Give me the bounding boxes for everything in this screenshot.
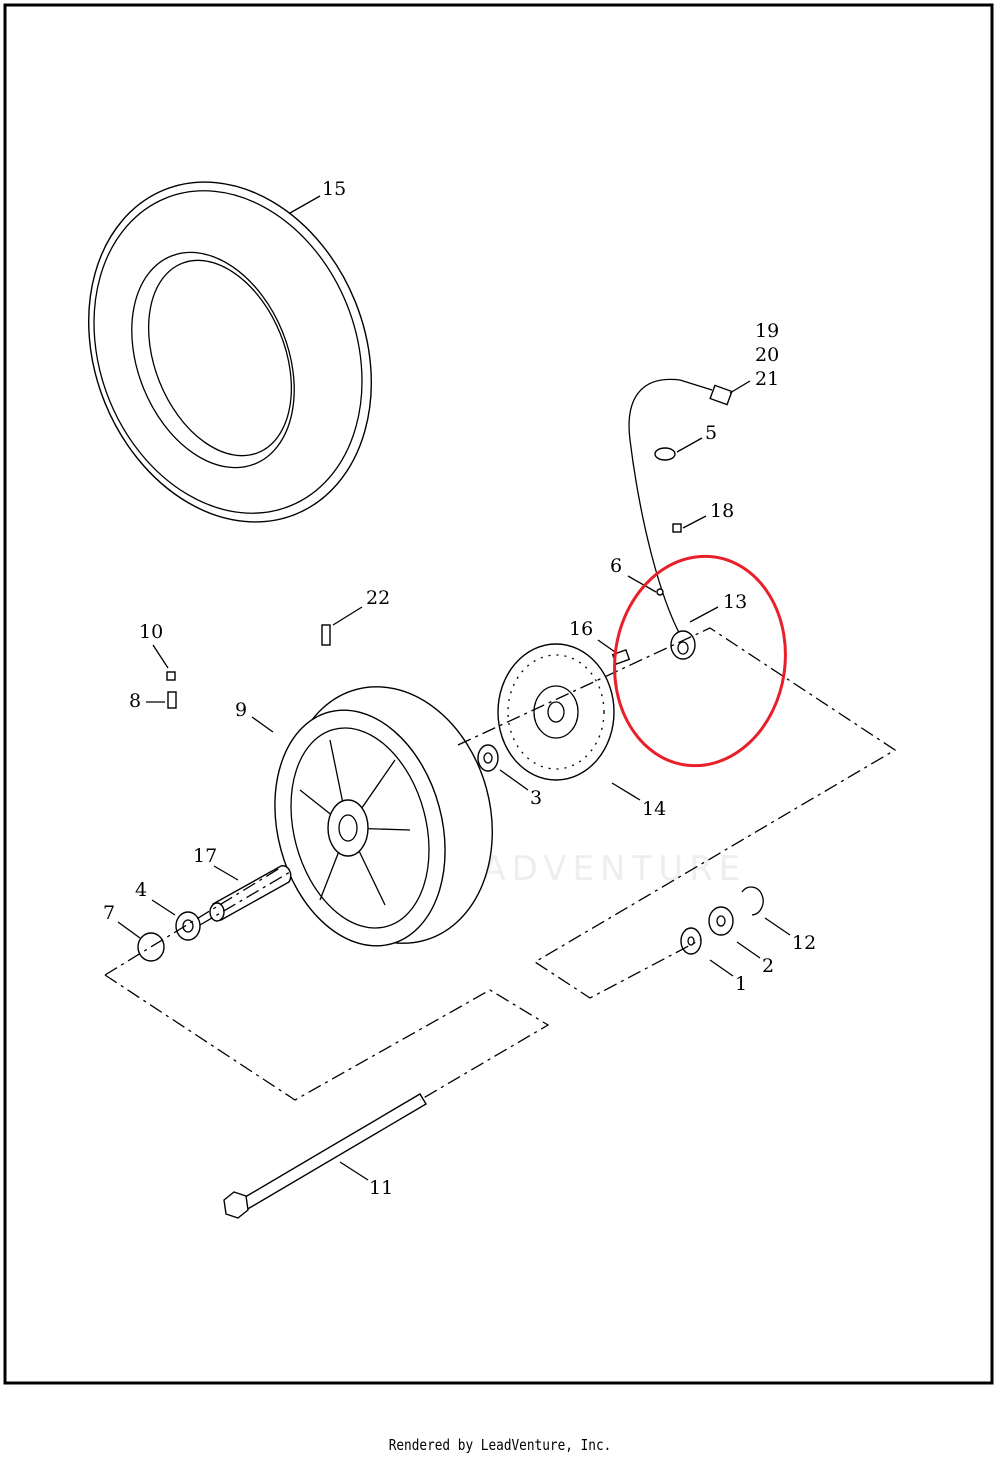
bearing-part-4[interactable] — [175, 911, 201, 941]
washer-part-1[interactable] — [680, 927, 702, 955]
callout-15[interactable]: 15 — [322, 178, 346, 200]
callout-labels: 15 19 20 21 5 18 6 13 16 22 10 8 9 3 14 … — [103, 178, 816, 1199]
highlight-circle — [613, 554, 787, 768]
callout-3[interactable]: 3 — [530, 787, 542, 809]
assembly-lines — [104, 627, 897, 1101]
callout-18[interactable]: 18 — [710, 500, 734, 522]
callout-8[interactable]: 8 — [129, 690, 141, 712]
valve-cap-part-10[interactable] — [166, 671, 176, 681]
clip-part-12[interactable] — [741, 886, 764, 916]
callout-10[interactable]: 10 — [139, 621, 163, 643]
callout-19[interactable]: 19 — [755, 320, 779, 342]
washer-part-2[interactable] — [708, 906, 734, 936]
callout-7[interactable]: 7 — [103, 902, 115, 924]
brake-rotor-part-14[interactable] — [497, 643, 615, 781]
callout-12[interactable]: 12 — [792, 932, 816, 954]
callout-6[interactable]: 6 — [610, 555, 622, 577]
callout-1[interactable]: 1 — [735, 973, 747, 995]
callout-4[interactable]: 4 — [135, 879, 147, 901]
wheel-part-9[interactable] — [250, 664, 521, 967]
sleeve-part-17[interactable] — [209, 865, 292, 922]
valve-stem-part-8[interactable] — [167, 691, 177, 709]
callout-5[interactable]: 5 — [705, 422, 717, 444]
callout-16[interactable]: 16 — [569, 618, 593, 640]
callout-11[interactable]: 11 — [369, 1177, 393, 1199]
weight-part-22[interactable] — [321, 624, 331, 646]
callout-9[interactable]: 9 — [235, 699, 247, 721]
callout-21[interactable]: 21 — [755, 368, 779, 390]
spacer-part-7[interactable] — [137, 932, 165, 962]
tire-part-15[interactable] — [39, 139, 420, 565]
callout-17[interactable]: 17 — [193, 845, 217, 867]
callout-2[interactable]: 2 — [762, 955, 774, 977]
callout-14[interactable]: 14 — [642, 798, 666, 820]
callout-22[interactable]: 22 — [366, 587, 390, 609]
callout-13[interactable]: 13 — [723, 591, 747, 613]
bearing-part-3[interactable] — [477, 744, 499, 772]
leader-lines — [117, 195, 791, 1181]
diagram-border — [3, 3, 994, 1385]
axle-part-11[interactable] — [223, 1093, 427, 1219]
footer-credit: Rendered by LeadVenture, Inc. — [388, 1436, 612, 1454]
callout-20[interactable]: 20 — [755, 344, 779, 366]
